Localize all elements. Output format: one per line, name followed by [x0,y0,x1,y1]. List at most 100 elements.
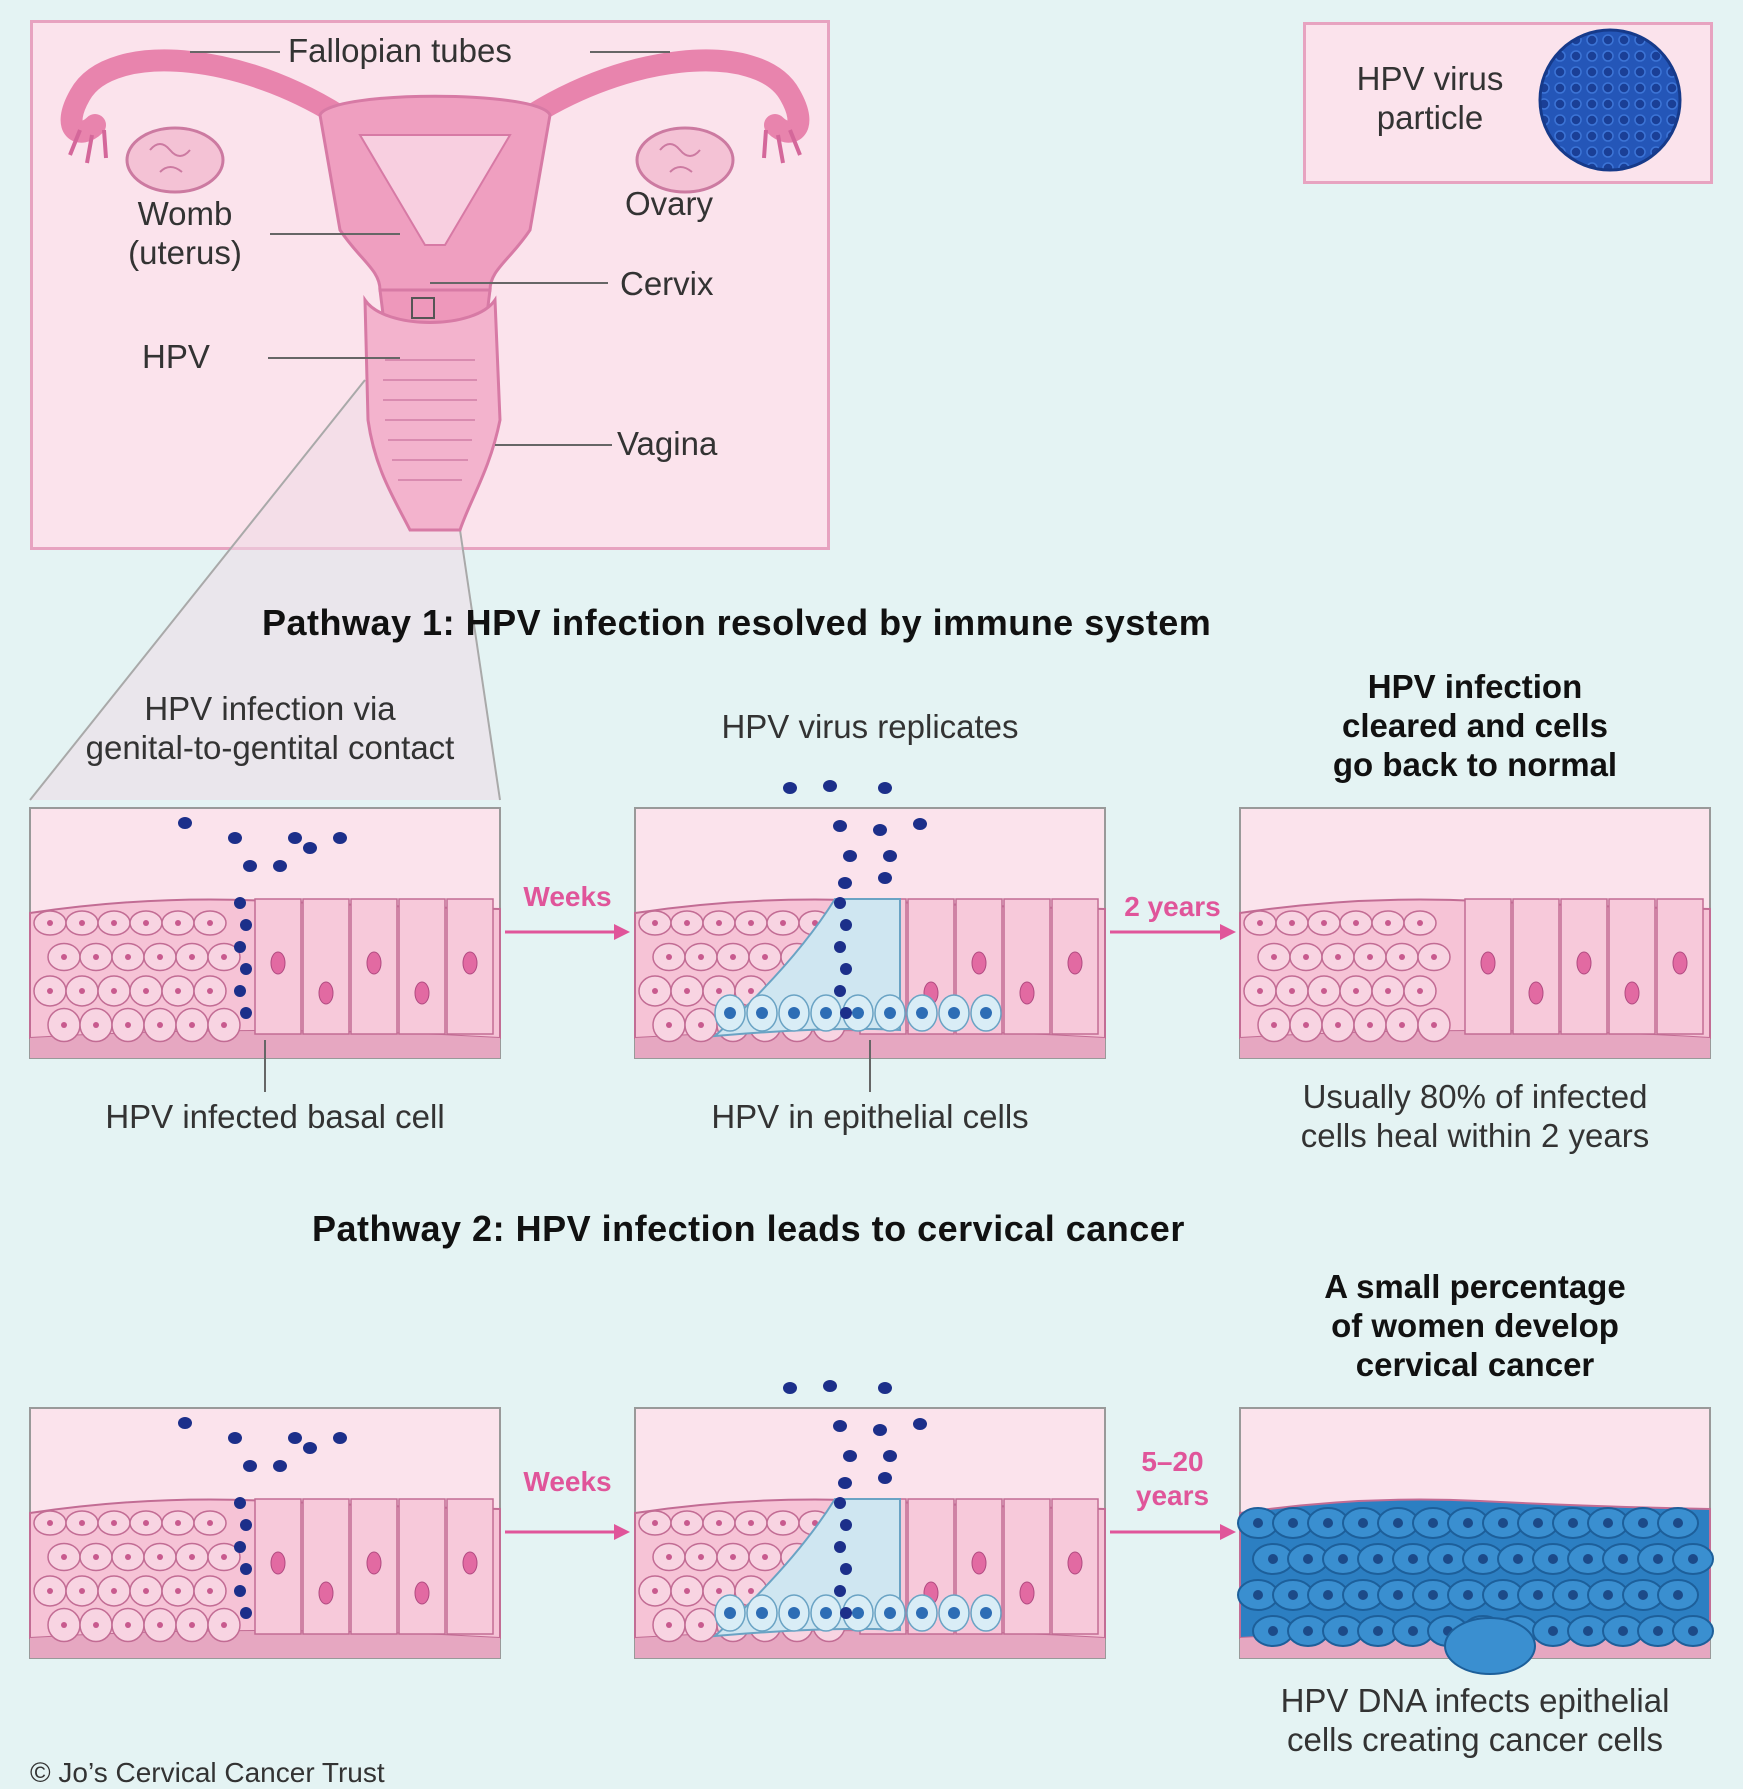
p1-tissue-infection-squamous-nucleus [207,988,213,994]
p2-tissue-replication-squamous-nucleus [730,1554,736,1560]
pathway2-title: Pathway 2: HPV infection leads to cervic… [312,1208,1185,1249]
p1-tissue-infection-squamous-nucleus [125,954,131,960]
p2-tissue-cancer-cancer-nucleus [1568,1590,1578,1600]
p2-tissue-replication-infected-nucleus [820,1607,832,1619]
p1-tissue-infection-squamous-cell [143,942,177,972]
p1-tissue-infection-squamous-nucleus [175,920,181,926]
p2-tissue-cancer-cancer-cell [1237,1579,1279,1611]
p1-tissue-replication-squamous-nucleus [826,1022,832,1028]
p2-tissue-replication-squamous-cell [702,1510,736,1536]
p2-tissue-infection-squamous-nucleus [61,1622,67,1628]
p2-tissue-infection-squamous-cell [129,1575,163,1607]
p2-tissue-infection-squamous-nucleus [47,1588,53,1594]
p2-tissue-replication-infected-cell [842,1594,874,1632]
p1-step3-caption-line3: go back to normal [1332,745,1618,783]
p2-tissue-cancer-cancer-nucleus [1393,1590,1403,1600]
p1-tissue-cleared-epithelium [1239,898,1711,1040]
p1-tissue-replication-squamous-nucleus [698,954,704,960]
p1-step3-caption-line2: cleared and cells [1342,706,1608,744]
p1-tissue-infection-squamous-nucleus [79,920,85,926]
p1-tissue-infection-squamous-cell [129,975,163,1007]
p1-tissue-replication-squamous-nucleus [812,988,818,994]
p2-tissue-cancer-cancer-cell [1377,1507,1419,1539]
p2-tissue-infection-squamous-nucleus [157,1622,163,1628]
p1-tissue-infection-squamous-cell [207,942,241,972]
p2-tissue-infection-intracellular-virus [240,1519,252,1531]
p1-virus-replicating-particle [878,782,892,794]
p2-virus-replicating-particle [878,1382,892,1394]
p1-tissue-replication-squamous-nucleus [794,1022,800,1028]
p2-tissue-replication-squamous-nucleus [762,1554,768,1560]
p2-tissue-cancer-cancer-cell [1252,1615,1294,1647]
p1-tissue-cleared-squamous-cell [1385,942,1419,972]
p2-tissue-cancer-cancer-cell [1342,1507,1384,1539]
p2-tissue-replication-squamous-nucleus [716,1520,722,1526]
p2-tissue-cancer-cancer-nucleus [1358,1518,1368,1528]
p2-tissue-replication-squamous-cell [670,1575,704,1607]
p2-step3-caption-line2: of women develop [1331,1306,1619,1344]
p2-virus-replicating-particle [873,1424,887,1436]
p2-tissue-infection-columnar-cell [302,1498,350,1635]
p2-tissue-replication-columnar-nucleus [1019,1581,1035,1605]
p1-tissue-replication-columnar-cell [907,898,955,1035]
p2-tissue-replication-infected-cell [906,1594,938,1632]
p1-tissue-cleared-squamous-cell [1257,1007,1291,1043]
p1-tissue-infection-squamous-cell [111,942,145,972]
p1-tissue-replication-squamous-nucleus [794,954,800,960]
p1-tissue-replication-squamous-cell [652,1007,686,1043]
p2-tissue-cancer-cancer-cell [1307,1507,1349,1539]
p2-tissue-cancer-cancer-cell [1567,1615,1609,1647]
p1-tissue-infection-squamous-nucleus [61,954,67,960]
p2-virus-replicating-particle [913,1418,927,1430]
p2-tissue-infection-squamous-cell [33,1510,67,1536]
p1-tissue-cleared-squamous-cell [1321,1007,1355,1043]
p2-tissue-infection-squamous-cell [129,1510,163,1536]
p2-tissue-cancer-cancer-nucleus [1463,1590,1473,1600]
p2-note: HPV DNA infects epithelial cells creatin… [1225,1682,1725,1760]
p1-tissue-replication-squamous-nucleus [748,988,754,994]
p2-tissue-cancer-cancer-nucleus [1323,1518,1333,1528]
p1-note: Usually 80% of infected cells heal withi… [1240,1078,1710,1156]
p2-virus-entering-particle [243,1460,257,1472]
label-hpv: HPV [142,338,210,375]
p2-tissue-cancer-cancer-cell [1377,1579,1419,1611]
p2-tissue-infection-intracellular-virus [234,1497,246,1509]
p1-tissue-replication-squamous-nucleus [666,954,672,960]
p2-tissue-replication-squamous-cell [638,1575,672,1607]
p2-tissue-cancer-cancer-cell [1657,1579,1699,1611]
p2-tissue-cancer-cancer-cell [1497,1543,1539,1575]
p2-tissue-replication-squamous-nucleus [730,1622,736,1628]
p1-tissue-replication-squamous-cell [716,942,750,972]
p2-tissue-infection-squamous-nucleus [189,1622,195,1628]
p1-note-line2: cells heal within 2 years [1300,1116,1650,1154]
p2-arrow2-head [1220,1524,1236,1540]
p2-tissue-infection-squamous-cell [47,1607,81,1643]
p1-tissue-infection-squamous-nucleus [175,988,181,994]
p1-tissue-cleared-squamous-nucleus [1353,920,1359,926]
p2-tissue-infection-squamous-nucleus [93,1622,99,1628]
p1-tissue-cleared-squamous-cell [1403,910,1437,936]
p1-tissue-replication-squamous-cell [798,910,832,936]
p2-tissue-replication-infected-cell [810,1594,842,1632]
p1-tissue-cleared-squamous-cell [1339,975,1373,1007]
p2-tissue-infection-squamous-nucleus [125,1622,131,1628]
p1-tissue-replication-squamous-cell [716,1007,750,1043]
p2-tissue-cancer-cancer-nucleus [1303,1626,1313,1636]
p2-virus-entering-particle [178,1417,192,1429]
p2-arrow2-label: 5–20 years [1105,1445,1240,1512]
p1-tissue-replication-epithelium [634,898,1106,1040]
p2-virus-entering-particle [333,1432,347,1444]
p2-tissue-cancer-cancer-cell [1412,1579,1454,1611]
p2-tissue-cancer-cancer-cell [1447,1579,1489,1611]
label-fallopian-tubes: Fallopian tubes [288,32,512,69]
p2-tissue-infection-squamous-cell [161,1575,195,1607]
p1-tissue-replication-squamous-nucleus [666,1022,672,1028]
p2-tissue-infection-intracellular-virus [240,1607,252,1619]
p1-tissue-infection-squamous-nucleus [47,988,53,994]
p2-tissue-replication-squamous-cell [766,1510,800,1536]
p2-tissue-cancer-cancer-nucleus [1268,1554,1278,1564]
p1-tissue-infection-columnar-nucleus [366,951,382,975]
p2-tissue-cancer-cancer-cell [1587,1579,1629,1611]
p2-tissue-replication-infected-nucleus [948,1607,960,1619]
p1-tissue-replication-squamous-cell [638,975,672,1007]
